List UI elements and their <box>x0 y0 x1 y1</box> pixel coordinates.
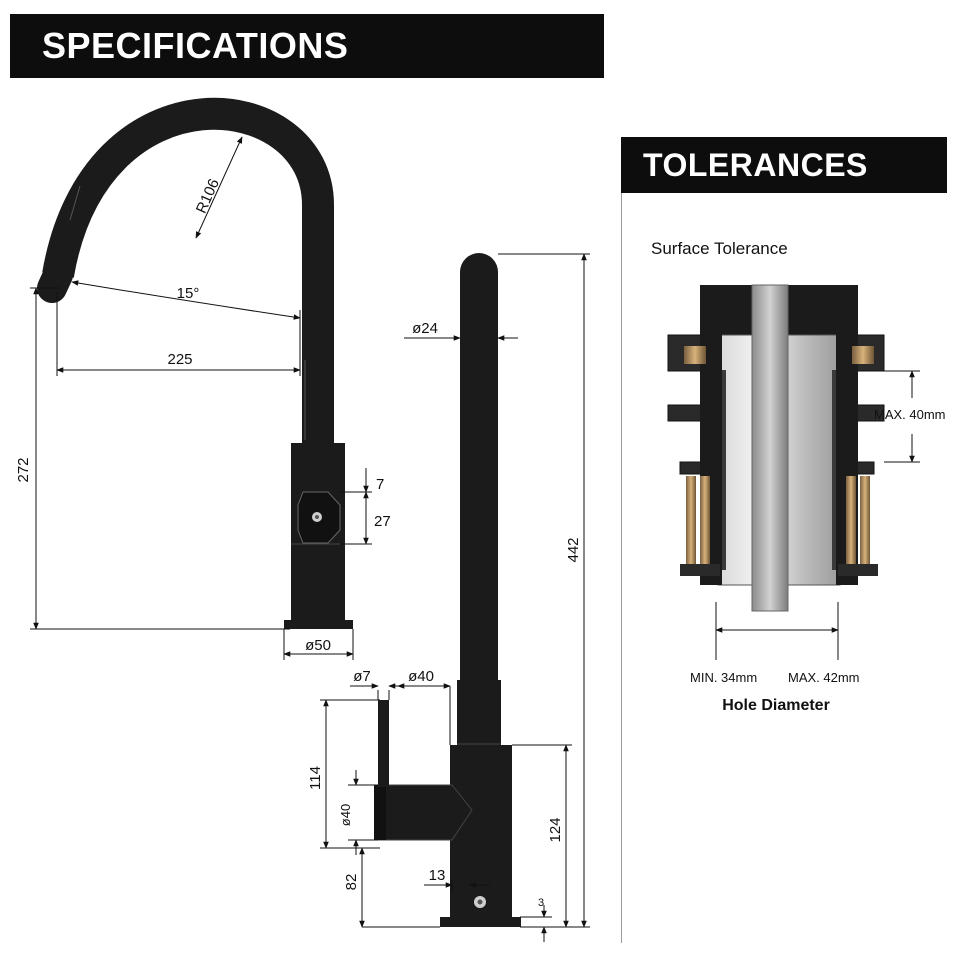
max-thickness-label: MAX. 40mm <box>874 407 946 422</box>
body-height-label: 124 <box>547 817 564 842</box>
surface-tolerance-label: Surface Tolerance <box>651 239 788 258</box>
handle-diameter-label: ø40 <box>338 804 353 826</box>
lever-height-label: 114 <box>307 766 324 790</box>
body-diameter-label: ø40 <box>408 668 434 685</box>
upper-label: 7 <box>376 476 384 493</box>
tolerances-title: TOLERANCES <box>643 146 868 183</box>
front-view-dimensions <box>320 253 590 942</box>
hole-diameter-label: Hole Diameter <box>722 697 830 714</box>
handle-height-label: 82 <box>343 874 360 891</box>
front-view-labels: ø24 442 ø7 ø40 114 ø40 82 124 13 3 <box>307 320 582 909</box>
lever-diameter-label: ø7 <box>353 668 371 685</box>
reach-label: 225 <box>167 351 192 368</box>
mounting-cross-section <box>667 284 885 612</box>
specifications-banner: SPECIFICATIONS <box>10 14 604 78</box>
total-height-label: 442 <box>565 537 582 562</box>
height-label: 272 <box>15 457 32 482</box>
max-hole-label: MAX. 42mm <box>788 670 860 685</box>
min-hole-label: MIN. 34mm <box>690 670 757 685</box>
radius-label: R106 <box>193 176 223 216</box>
front-view-tap <box>374 253 521 927</box>
side-view-dimensions <box>30 136 372 660</box>
angle-label: 15° <box>177 285 200 302</box>
set-screw-label: 13 <box>429 867 446 884</box>
side-view-tap <box>37 97 353 629</box>
tolerances-banner: TOLERANCES <box>621 137 947 193</box>
button-label: 27 <box>374 513 391 530</box>
base-gap-label: 3 <box>538 897 544 909</box>
tolerance-dimensions <box>715 370 920 660</box>
tolerances-divider <box>621 193 622 943</box>
base-diameter-label: ø50 <box>305 637 331 654</box>
specifications-title: SPECIFICATIONS <box>42 25 349 66</box>
tolerance-labels: MAX. 40mm MIN. 34mm MAX. 42mm Hole Diame… <box>690 407 946 714</box>
spout-diameter-label: ø24 <box>412 320 438 337</box>
